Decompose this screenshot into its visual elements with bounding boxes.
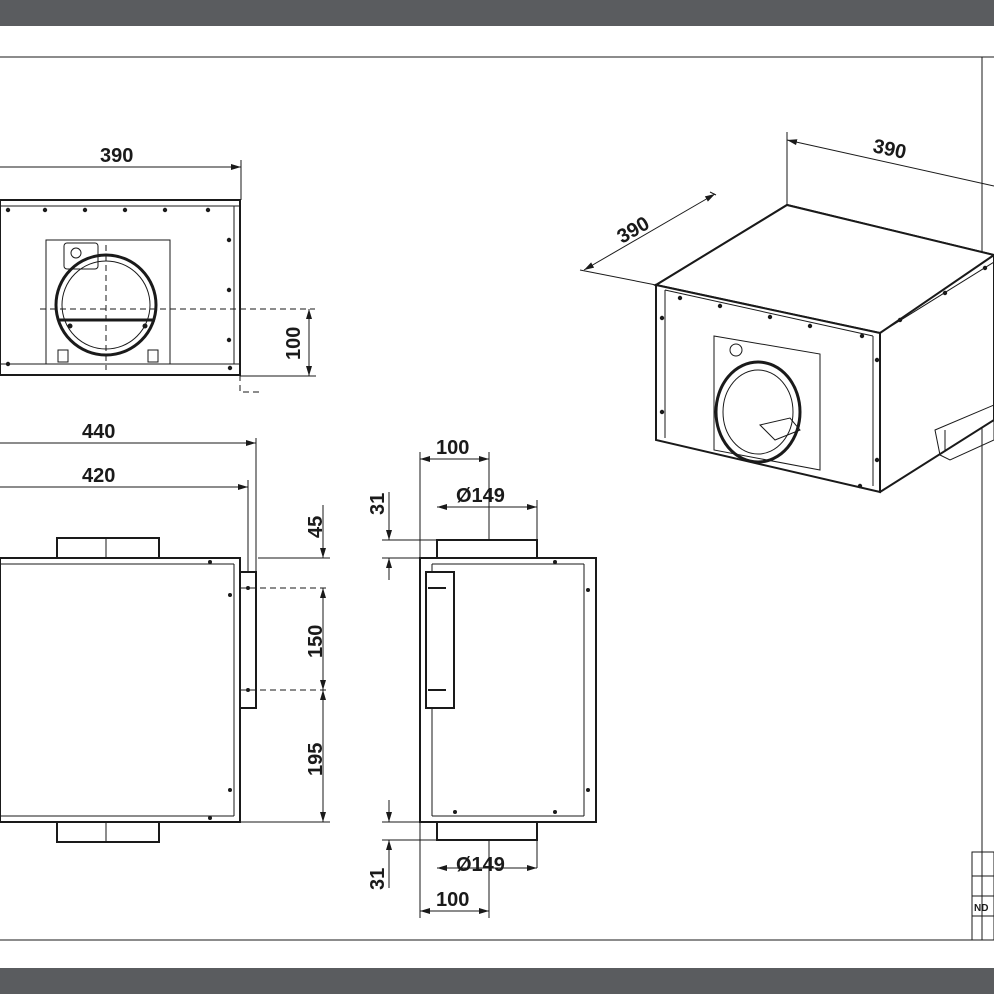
dim-side-bottom-height: 31 (367, 868, 389, 890)
dim-iso-depth: 390 (614, 213, 654, 249)
dim-side-bottom-diameter: Ø149 (456, 854, 505, 876)
iso-screws (659, 265, 988, 489)
dim-line-iso-width (786, 139, 994, 187)
title-block-label: ND (974, 903, 988, 914)
dim-front-bracket-height: 150 (305, 625, 327, 658)
front-bottom-spigot (56, 821, 160, 843)
dim-side-top-diameter: Ø149 (456, 485, 505, 507)
dim-side-top-height: 31 (367, 493, 389, 515)
side-view: 100 Ø149 31 Ø149 31 100 (367, 437, 597, 918)
front-mounting-bracket (239, 571, 257, 709)
side-bottom-spigot (436, 821, 538, 841)
isometric-view: 390 390 (579, 132, 994, 494)
front-top-spigot (56, 537, 160, 559)
top-view-body (0, 199, 241, 376)
dim-side-bottom-offset: 100 (436, 889, 469, 911)
dim-front-total-width: 440 (82, 421, 115, 443)
top-view-flange (45, 239, 171, 365)
dim-front-body-width: 420 (82, 465, 115, 487)
dim-front-lower-height: 195 (305, 743, 327, 776)
front-view-body (0, 557, 241, 823)
iso-flange (713, 335, 821, 471)
bottom-frame-bar (0, 968, 994, 994)
title-block: ND (971, 851, 994, 941)
side-top-spigot (436, 539, 538, 559)
dim-top-view-height: 100 (283, 327, 305, 360)
dim-side-top-offset: 100 (436, 437, 469, 459)
dim-top-view-width: 390 (100, 145, 133, 167)
side-mounting-bracket (425, 571, 455, 709)
front-view: 440 420 45 150 195 (0, 421, 330, 843)
top-frame-bar (0, 0, 994, 26)
dim-line-iso-depth (583, 193, 716, 271)
dim-front-top-offset: 45 (305, 516, 327, 538)
top-view-screws (5, 207, 233, 371)
top-view: 390 100 (0, 145, 316, 393)
iso-duct-circle (714, 360, 802, 464)
